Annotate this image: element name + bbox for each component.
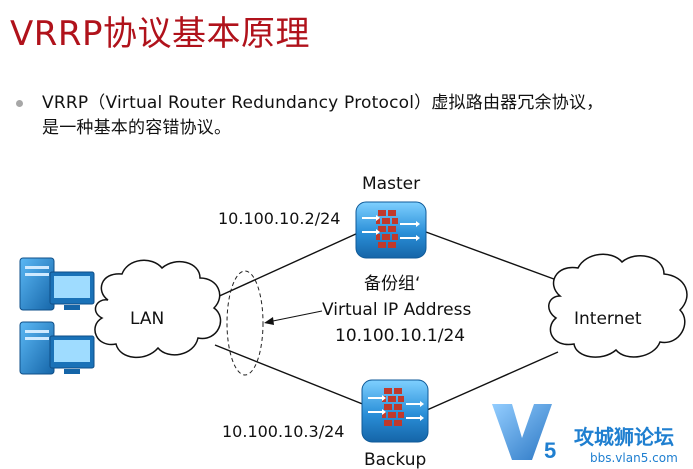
pc-icon [19, 257, 95, 311]
watermark-brand: 攻城狮论坛 [574, 425, 674, 449]
watermark-logo: V5 5 [492, 404, 556, 463]
internet-label: Internet [574, 309, 642, 329]
pc-icon [19, 321, 95, 375]
link-lan-backup [214, 344, 366, 406]
bullet-text: VRRP（Virtual Router Redundancy Protocol）… [42, 91, 692, 141]
lan-label: LAN [130, 309, 164, 329]
svg-text:5: 5 [544, 438, 556, 463]
internet-cloud [548, 253, 688, 358]
virtual-ip-value-label: 10.100.10.1/24 [335, 326, 465, 346]
backup-router-icon [361, 379, 429, 443]
master-label: Master [362, 174, 420, 194]
link-master-internet [425, 231, 563, 283]
master-ip-label: 10.100.10.2/24 [218, 209, 340, 228]
link-lines [214, 231, 563, 411]
lan-cloud [94, 259, 222, 358]
backup-ip-label: 10.100.10.3/24 [222, 422, 344, 441]
bullet-line-1: VRRP（Virtual Router Redundancy Protocol）… [42, 93, 604, 113]
virtual-ip-arrowhead [264, 317, 274, 325]
virtual-ip-address-label: Virtual IP Address [322, 300, 471, 320]
bullet-line-2: 是一种基本的容错协议。 [42, 118, 232, 138]
backup-label: Backup [364, 450, 426, 469]
backup-group-label: 备份组‘ [364, 274, 420, 294]
watermark-url: bbs.vlan5.com [590, 451, 678, 465]
link-backup-internet [426, 351, 559, 411]
bullet-dot [16, 100, 23, 107]
link-lan-master [214, 232, 359, 299]
virtual-ip-arrow [267, 310, 323, 323]
master-router-icon [355, 201, 427, 259]
virtual-ip-ellipse [226, 270, 264, 376]
slide-title: VRRP协议基本原理 [10, 14, 311, 54]
